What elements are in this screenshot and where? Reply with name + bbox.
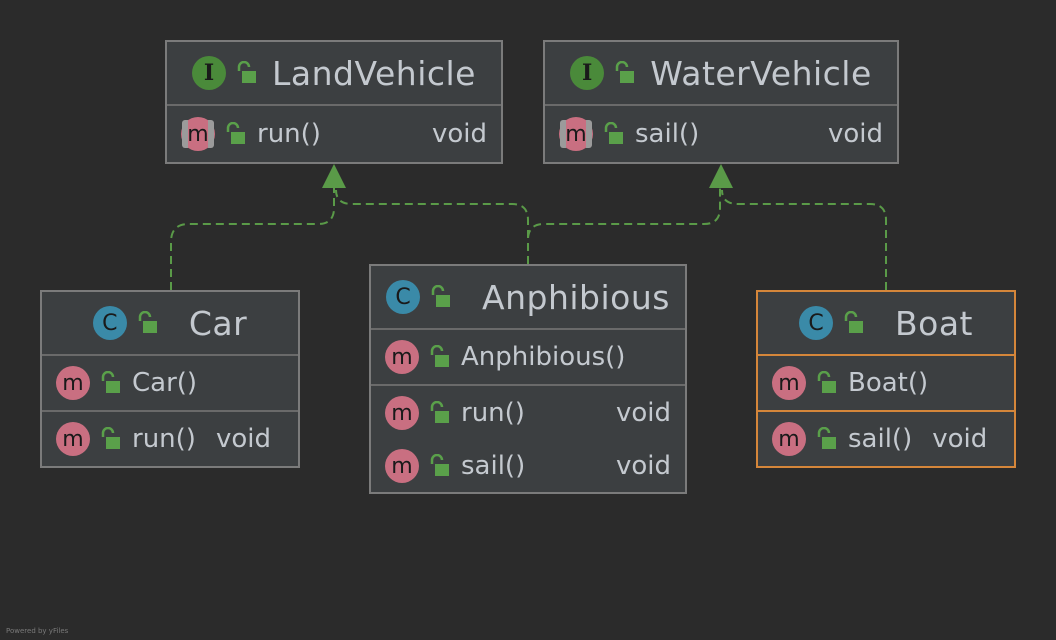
constructor-row[interactable]: m Car(): [42, 356, 298, 410]
constructor-name: Car(): [132, 368, 198, 398]
footer-credit: Powered by yFiles: [6, 627, 69, 635]
class-icon: C: [386, 280, 421, 314]
method-icon: m: [56, 422, 90, 456]
public-visibility-icon: [430, 285, 452, 309]
public-visibility-icon: [100, 427, 122, 451]
method-type: void: [215, 424, 271, 454]
method-name: run(): [132, 424, 196, 454]
interface-icon: I: [192, 56, 226, 90]
method-row[interactable]: m sail() void: [545, 106, 897, 162]
node-boat[interactable]: C Boat m Boat() m sail() void: [756, 290, 1016, 468]
method-type: void: [827, 119, 883, 149]
method-type: void: [932, 424, 988, 454]
node-header: C Car: [42, 292, 298, 356]
node-watervehicle[interactable]: I WaterVehicle m sail() void: [543, 40, 899, 164]
public-visibility-icon: [429, 454, 451, 478]
public-visibility-icon: [816, 427, 838, 451]
method-row[interactable]: m run() void: [167, 106, 501, 162]
abstract-method-icon: m: [559, 117, 593, 151]
method-icon: m: [56, 366, 90, 400]
method-name: run(): [257, 119, 321, 149]
class-icon: C: [92, 306, 127, 340]
public-visibility-icon: [100, 371, 122, 395]
node-title: Boat: [895, 303, 973, 343]
node-title: Car: [188, 303, 248, 343]
node-header: C Boat: [758, 292, 1014, 356]
node-title: Anphibious: [482, 277, 670, 317]
constructor-row[interactable]: m Boat(): [758, 356, 1014, 410]
edge-boat-to-watervehicle: [721, 189, 887, 290]
method-icon: m: [772, 366, 806, 400]
public-visibility-icon: [843, 311, 865, 335]
edge-anphibious-to-watervehicle: [527, 188, 721, 264]
abstract-method-icon: m: [181, 117, 215, 151]
interface-icon: I: [570, 56, 605, 90]
public-visibility-icon: [429, 345, 451, 369]
public-visibility-icon: [236, 61, 258, 85]
public-visibility-icon: [614, 61, 636, 85]
method-name: sail(): [461, 451, 526, 481]
method-type: void: [431, 119, 487, 149]
constructor-name: Anphibious(): [461, 342, 626, 372]
method-row[interactable]: m run() void: [42, 410, 298, 466]
node-anphibious[interactable]: C Anphibious m Anphibious() m run() void…: [369, 264, 687, 494]
method-icon: m: [385, 449, 419, 483]
node-header: I LandVehicle: [167, 42, 501, 106]
method-icon: m: [385, 340, 419, 374]
public-visibility-icon: [429, 401, 451, 425]
node-title: LandVehicle: [272, 53, 476, 93]
node-header: C Anphibious: [371, 266, 685, 330]
node-title: WaterVehicle: [650, 53, 872, 93]
public-visibility-icon: [816, 371, 838, 395]
node-landvehicle[interactable]: I LandVehicle m run() void: [165, 40, 503, 164]
method-row[interactable]: m sail() void: [371, 440, 685, 492]
method-icon: m: [772, 422, 806, 456]
method-name: sail(): [848, 424, 913, 454]
method-type: void: [615, 451, 671, 481]
node-car[interactable]: C Car m Car() m run() void: [40, 290, 300, 468]
method-name: run(): [461, 398, 525, 428]
constructor-row[interactable]: m Anphibious(): [371, 330, 685, 384]
edge-anphibious-to-landvehicle: [335, 189, 529, 264]
method-row[interactable]: m sail() void: [758, 410, 1014, 466]
class-icon: C: [799, 306, 833, 340]
constructor-name: Boat(): [848, 368, 929, 398]
node-header: I WaterVehicle: [545, 42, 897, 106]
method-name: sail(): [635, 119, 700, 149]
method-type: void: [615, 398, 671, 428]
edge-car-to-landvehicle: [170, 188, 335, 290]
edge-arrowhead-landvehicle: [322, 164, 346, 188]
public-visibility-icon: [137, 311, 159, 335]
method-row[interactable]: m run() void: [371, 386, 685, 440]
public-visibility-icon: [603, 122, 625, 146]
public-visibility-icon: [225, 122, 247, 146]
edge-arrowhead-watervehicle: [709, 164, 733, 188]
method-icon: m: [385, 396, 419, 430]
